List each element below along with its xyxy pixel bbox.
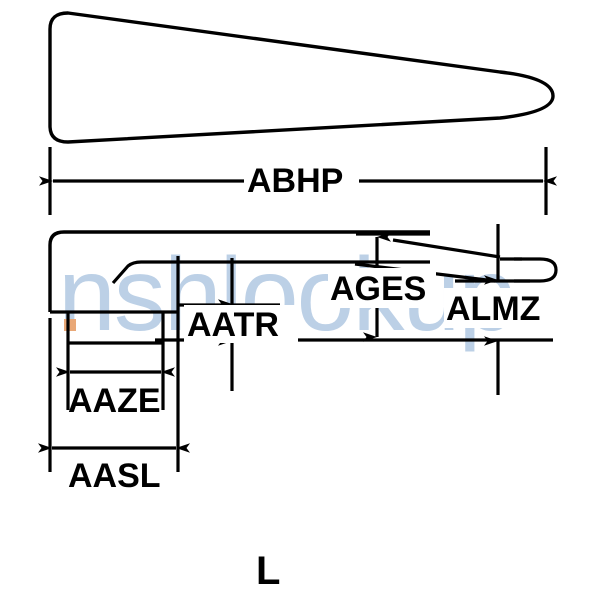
dimension-label-aaze: AAZE [68, 382, 161, 420]
dimension-label-abhp: ABHP [247, 162, 343, 200]
dimension-AAZE: AAZE [56, 367, 175, 420]
blade-taper-upper-line [392, 238, 501, 259]
side-body-outer-top-edge [48, 230, 430, 312]
dimension-ALMZ: ALMZ [444, 224, 556, 395]
side-extension-lines [48, 256, 180, 472]
ages-label-backdrop [328, 268, 436, 308]
figure-label: L [256, 549, 280, 593]
dimension-AGES: AGES [328, 232, 436, 342]
dimension-AASL: AASL [38, 443, 190, 495]
blade-outline-path [48, 11, 555, 144]
dimension-ABHP: ABHP [39, 147, 557, 215]
dimension-label-almz: ALMZ [446, 290, 540, 328]
dimension-label-aasl: AASL [68, 457, 161, 495]
blade-rounded-tip [514, 257, 558, 283]
abhp-label-backdrop [244, 163, 359, 199]
dimension-AATR: AATR [184, 258, 298, 391]
dimension-label-ages: AGES [330, 270, 426, 308]
aatr-label-backdrop [184, 305, 298, 343]
almz-label-backdrop [444, 288, 556, 328]
dimension-label-aatr: AATR [187, 306, 279, 344]
top-view-tapered-blade [48, 11, 555, 144]
side-body-inner-shoulder-line [111, 260, 430, 285]
